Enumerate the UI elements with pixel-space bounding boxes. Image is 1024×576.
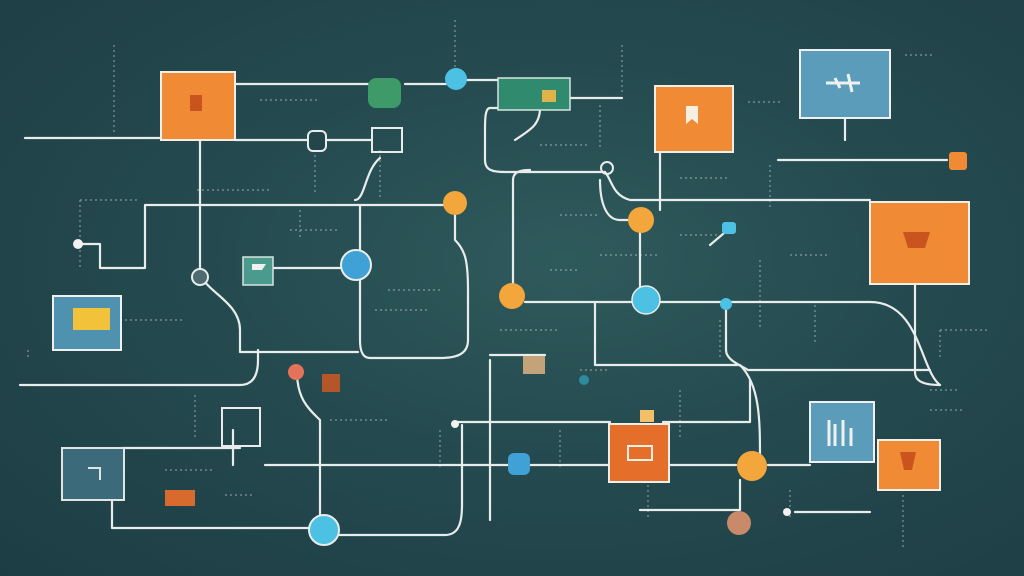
node-icon bbox=[686, 106, 698, 124]
blue-dot-node bbox=[720, 298, 732, 310]
white-dot-node bbox=[73, 239, 83, 249]
node-icon bbox=[627, 445, 653, 461]
slate-node-bottom-left bbox=[61, 447, 125, 501]
blue-small-node bbox=[508, 453, 530, 475]
tan-node bbox=[523, 356, 545, 374]
cyan-circle-node bbox=[308, 514, 340, 546]
node-icon bbox=[190, 95, 202, 111]
white-dot-node bbox=[783, 508, 791, 516]
gold-circle-node bbox=[443, 191, 467, 215]
orange-small-node bbox=[322, 374, 340, 392]
orange-small-node bbox=[165, 490, 195, 506]
node-small-square bbox=[640, 410, 654, 422]
outline-node bbox=[307, 130, 327, 152]
circle-nodes bbox=[73, 68, 791, 546]
teal-small-node bbox=[242, 256, 274, 286]
connector-lines bbox=[18, 78, 949, 537]
gold-circle-node bbox=[628, 207, 654, 233]
cyan-circle-node bbox=[631, 285, 661, 315]
diagram-nodes bbox=[52, 49, 970, 506]
white-dot-node bbox=[600, 161, 614, 175]
teal-node-top bbox=[497, 77, 571, 111]
tan-circle-node bbox=[727, 511, 751, 535]
dotted-lines bbox=[27, 20, 990, 550]
blue-screen-node bbox=[799, 49, 891, 119]
green-node bbox=[368, 78, 401, 108]
teal-dot-node bbox=[579, 375, 589, 385]
gold-circle-node bbox=[499, 283, 525, 309]
node-icon bbox=[542, 90, 556, 102]
node-icon bbox=[252, 264, 266, 270]
teal-small-node bbox=[722, 222, 736, 234]
teal-circle-node bbox=[340, 249, 372, 281]
white-dot-node bbox=[451, 420, 459, 428]
node-icon bbox=[88, 467, 101, 480]
orange-node-bottom-center bbox=[608, 423, 670, 483]
outline-node bbox=[371, 127, 403, 153]
node-icon bbox=[903, 232, 930, 248]
node-small-square bbox=[949, 152, 967, 170]
node-icon bbox=[900, 452, 916, 470]
node-icon bbox=[826, 73, 860, 93]
node-icon bbox=[827, 420, 853, 446]
outline-node bbox=[221, 407, 261, 447]
node-icon bbox=[73, 308, 110, 330]
coral-circle-node bbox=[288, 364, 304, 380]
gold-circle-node bbox=[737, 451, 767, 481]
cyan-circle-node bbox=[445, 68, 467, 90]
outline-circle-node bbox=[191, 268, 209, 286]
